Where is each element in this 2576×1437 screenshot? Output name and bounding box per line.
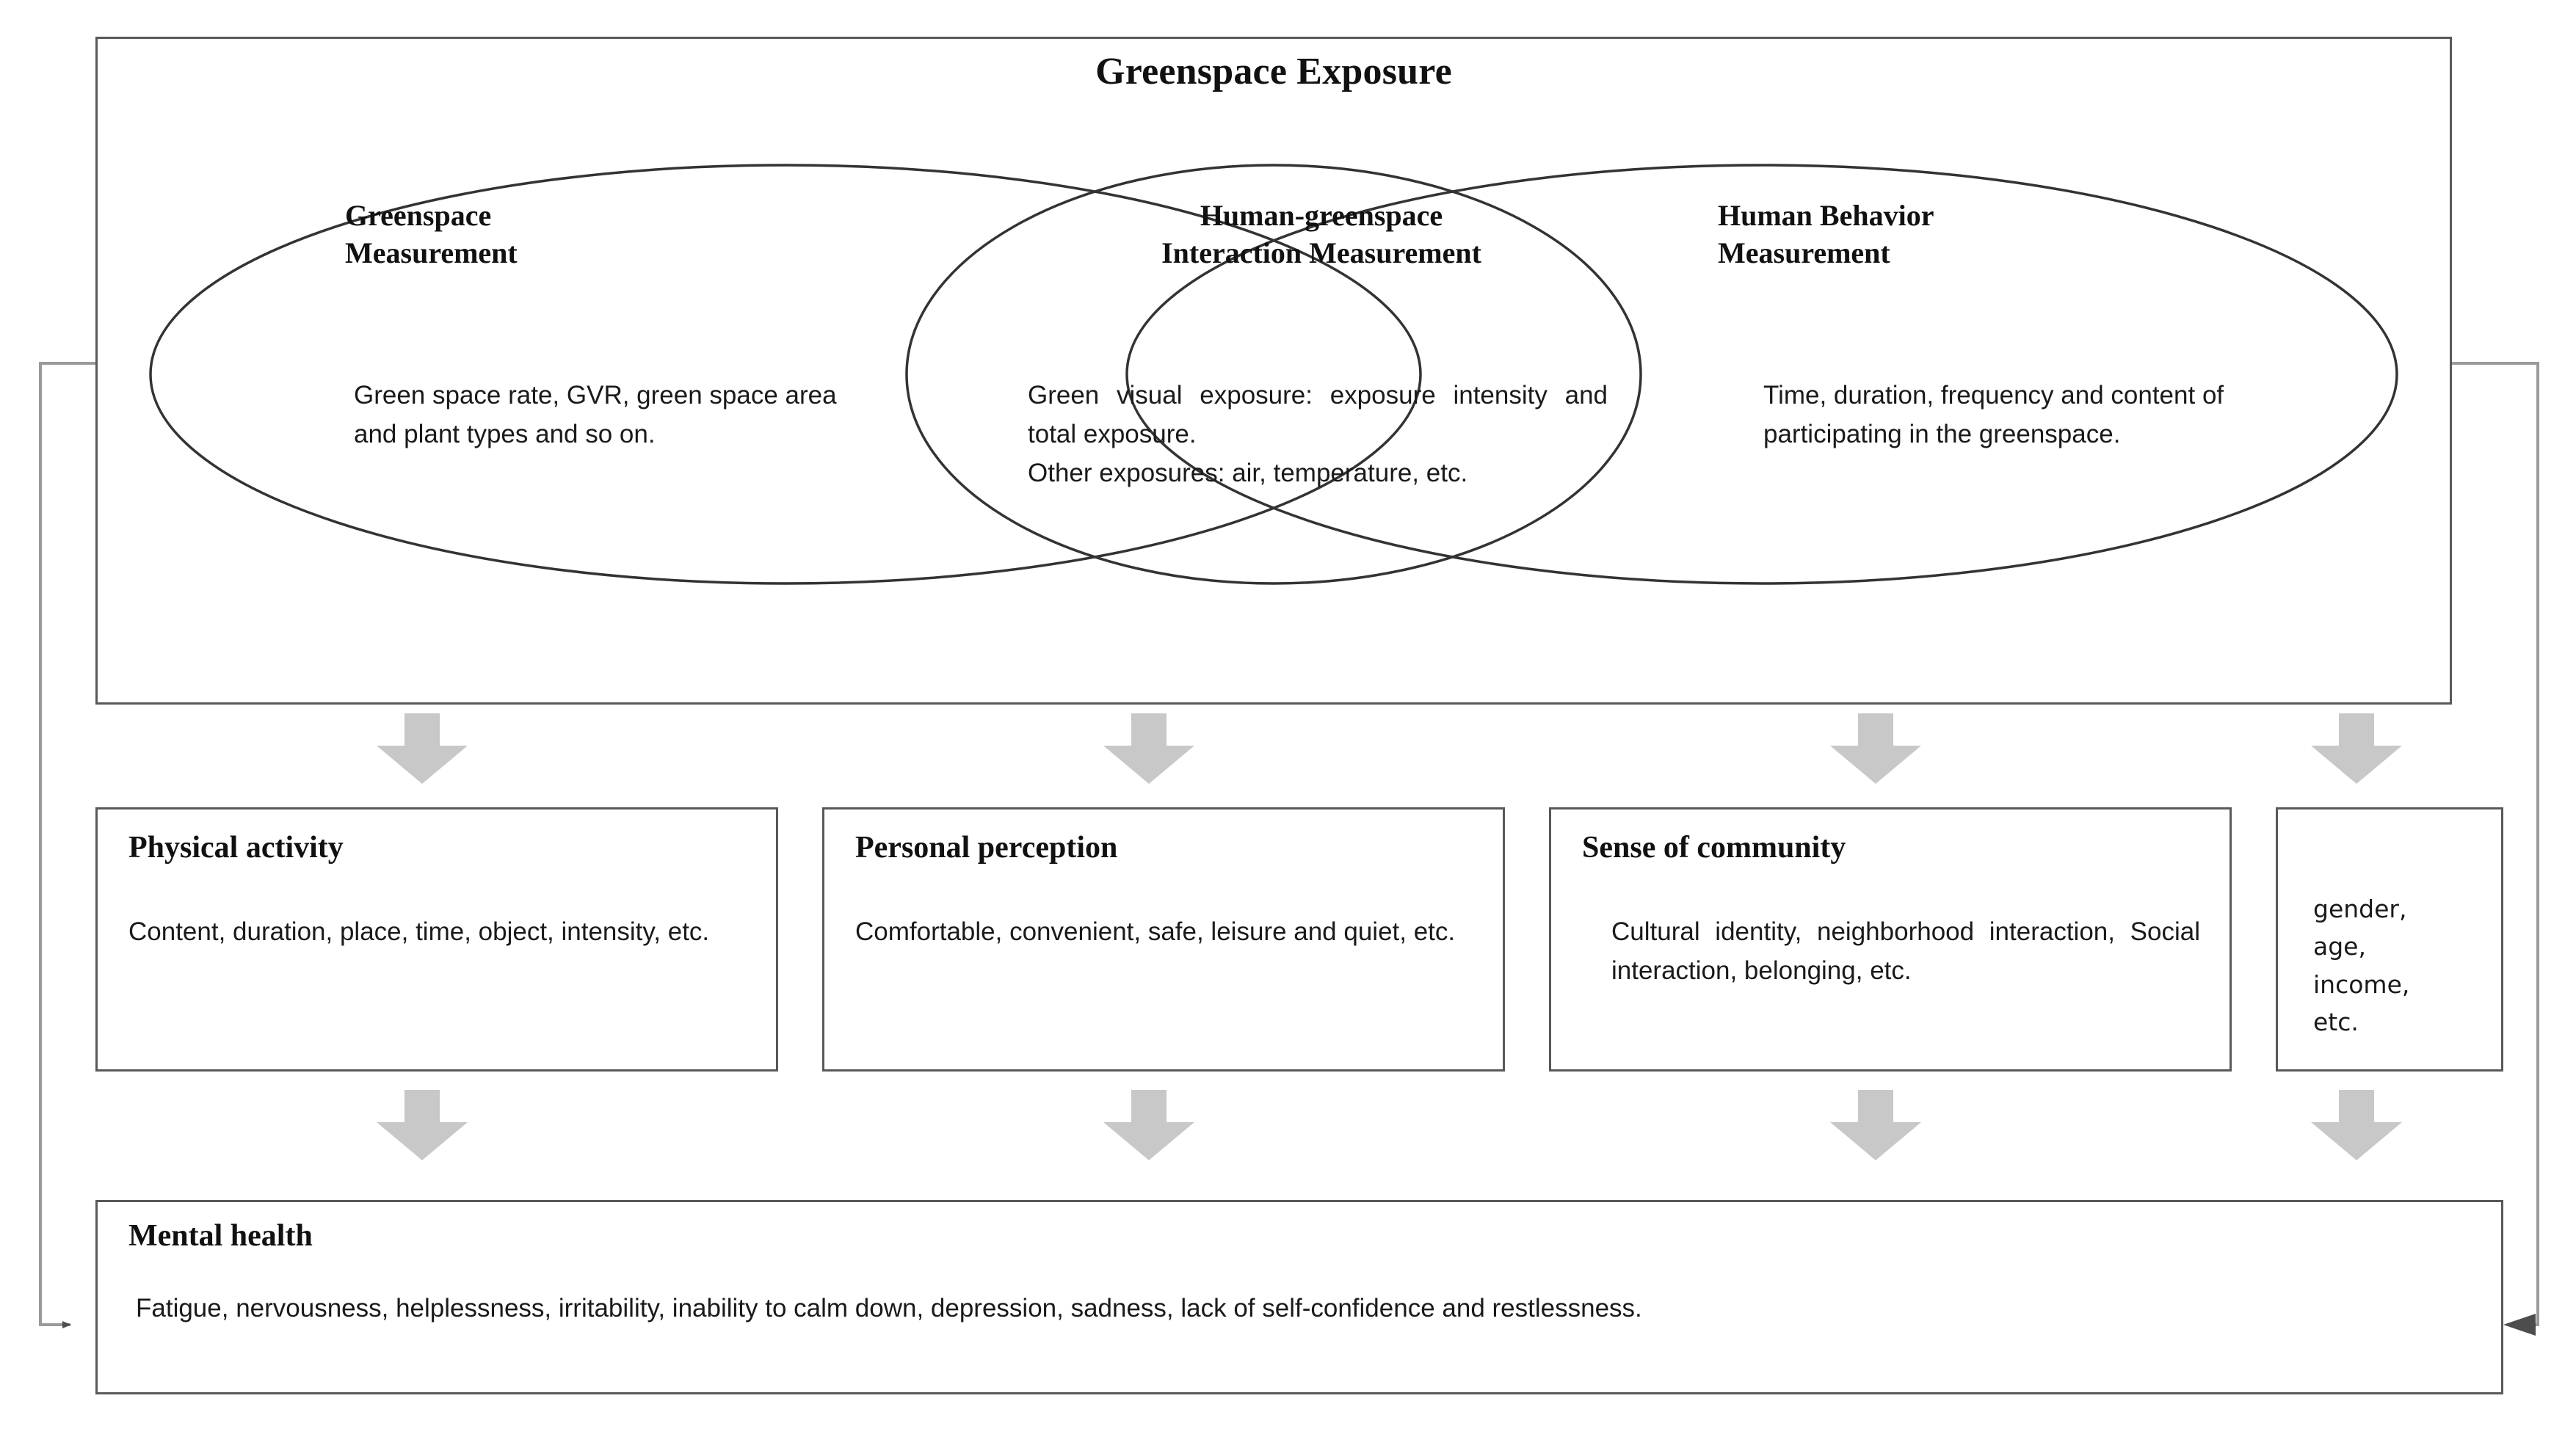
card-body-line: income,	[2313, 969, 2410, 999]
card-body: Cultural identity, neighborhood interact…	[1611, 912, 2200, 990]
card-body-text: Comfortable, convenient, safe, leisure a…	[855, 917, 1456, 946]
feedback-loop-left-path	[39, 362, 95, 1328]
down-arrow-to-personal-perception	[1103, 713, 1194, 784]
card-body: Content, duration, place, time, object, …	[128, 912, 747, 951]
ellipse-heading-human-greenspace-interaction: Human-greenspace Interaction Measurement	[991, 197, 1652, 272]
card-body-text: Fatigue, nervousness, helplessness, irri…	[136, 1294, 1642, 1323]
greenspace-exposure-frame	[95, 37, 2452, 705]
down-arrow-personal-perception-to-mental-health	[1103, 1090, 1194, 1160]
card-body-line: etc.	[2313, 1008, 2359, 1037]
card-body-text: Cultural identity, neighborhood interact…	[1611, 917, 2200, 986]
down-arrow-demographics-to-mental-health	[2311, 1090, 2402, 1160]
down-arrow-physical-activity-to-mental-health	[377, 1090, 468, 1160]
ellipse-greenspace-measurement	[149, 164, 1422, 585]
card-title: Physical activity	[128, 831, 344, 865]
body-paragraph: Other exposures: air, temperature, etc.	[1028, 459, 1468, 488]
down-arrow-to-demographics	[2311, 713, 2402, 784]
body-paragraph: Green visual exposure: exposure intensit…	[1028, 381, 1608, 449]
card-body-line: gender,	[2313, 895, 2407, 923]
body-paragraph: Green space rate, GVR, green space area …	[354, 381, 837, 449]
card-body: Fatigue, nervousness, helplessness, irri…	[136, 1289, 2472, 1328]
down-arrow-sense-of-community-to-mental-health	[1830, 1090, 1921, 1160]
venn-diagram	[149, 164, 2398, 585]
ellipse-human-behavior-measurement	[1125, 164, 2398, 585]
ellipse-heading-greenspace-measurement: Greenspace Measurement	[345, 197, 727, 272]
down-arrow-to-physical-activity	[377, 713, 468, 784]
heading-line-1: Human Behavior	[1718, 199, 1934, 232]
heading-line-2: Measurement	[345, 236, 518, 270]
heading-line-2: Interaction Measurement	[1161, 236, 1481, 270]
ellipse-body-human-behavior-measurement: Time, duration, frequency and content of…	[1763, 376, 2310, 454]
heading-line-1: Greenspace	[345, 199, 492, 232]
card-body: Comfortable, convenient, safe, leisure a…	[855, 912, 1473, 951]
heading-line-1: Human-greenspace	[1200, 199, 1443, 232]
feedback-loop-right-arrowhead	[2503, 1314, 2536, 1336]
heading-line-2: Measurement	[1718, 236, 1890, 270]
card-title: Mental health	[128, 1219, 313, 1253]
card-title: Personal perception	[855, 831, 1118, 865]
card-personal-perception: Personal perception Comfortable, conveni…	[822, 807, 1505, 1072]
body-paragraph: Time, duration, frequency and content of…	[1763, 381, 2224, 449]
ellipse-human-greenspace-interaction	[905, 164, 1642, 585]
card-title: Sense of community	[1582, 831, 1846, 865]
card-body: gender, age, income, etc.	[2313, 890, 2486, 1041]
card-body-text: Content, duration, place, time, object, …	[128, 917, 710, 946]
page-title: Greenspace Exposure	[1095, 51, 1452, 92]
ellipse-body-greenspace-measurement: Green space rate, GVR, green space area …	[354, 376, 875, 454]
card-body-line: age,	[2313, 932, 2366, 961]
down-arrow-to-sense-of-community	[1830, 713, 1921, 784]
ellipse-heading-human-behavior-measurement: Human Behavior Measurement	[1718, 197, 2173, 272]
card-mental-health: Mental health Fatigue, nervousness, help…	[95, 1200, 2503, 1394]
card-physical-activity: Physical activity Content, duration, pla…	[95, 807, 778, 1072]
card-demographics: gender, age, income, etc.	[2276, 807, 2503, 1072]
ellipse-body-human-greenspace-interaction: Green visual exposure: exposure intensit…	[1028, 376, 1608, 493]
card-sense-of-community: Sense of community Cultural identity, ne…	[1549, 807, 2232, 1072]
